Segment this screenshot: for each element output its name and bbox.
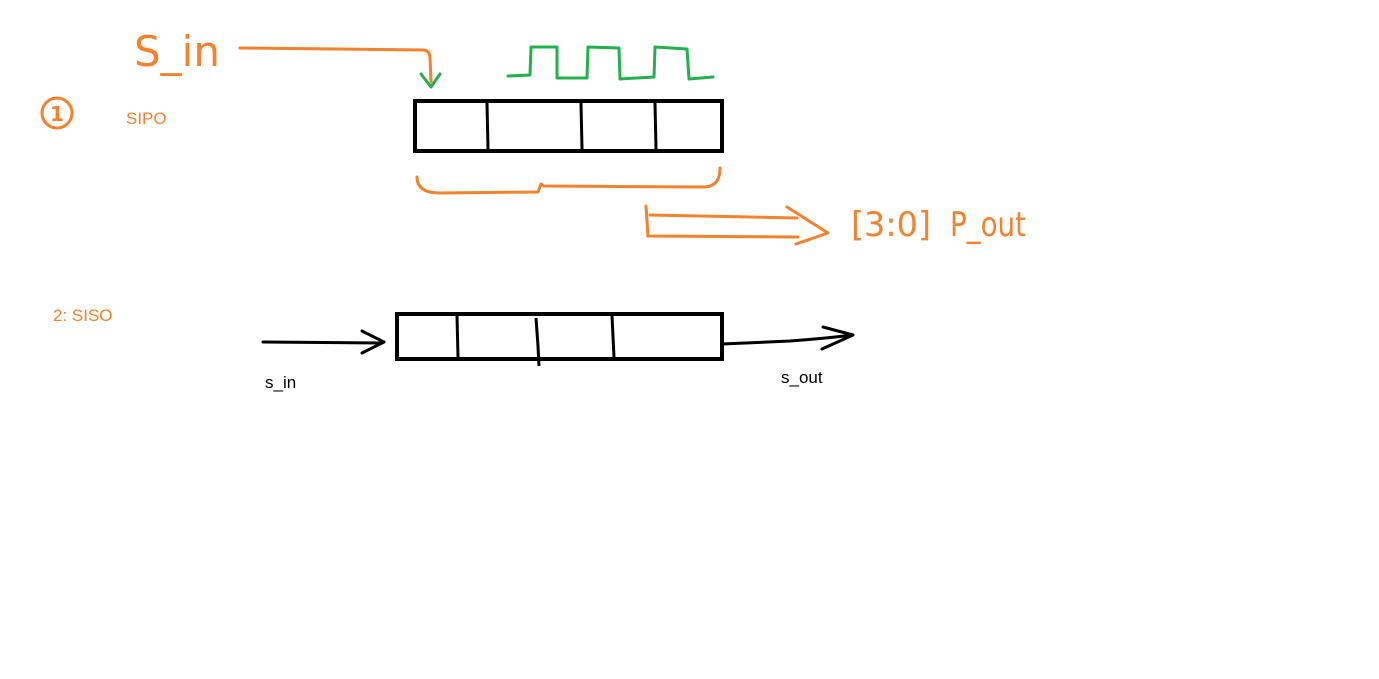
sipo-number-mark: 1 — [40, 96, 74, 130]
sipo-output-bus-label: [3:0] — [851, 205, 931, 245]
sipo-input-label: S_in — [134, 27, 220, 76]
sipo-cell-divider — [653, 102, 658, 150]
siso-cell-divider — [455, 315, 460, 358]
sipo-input-arrow — [238, 46, 433, 84]
sipo-output-brace — [415, 166, 722, 195]
siso-cell-divider — [610, 315, 616, 358]
siso-output-label: s_out — [781, 368, 823, 387]
sipo-cell-divider — [485, 102, 490, 150]
sipo-output-arrow — [644, 204, 830, 246]
sipo-input-arrowhead — [419, 72, 442, 89]
sipo-output-label: P_out — [950, 205, 1026, 245]
siso-input-arrowhead — [360, 329, 386, 355]
siso-register — [395, 312, 724, 367]
siso-output-arrowhead — [820, 325, 855, 351]
siso-cell-divider — [534, 317, 541, 367]
sipo-cell-divider — [579, 102, 584, 150]
clock-waveform — [506, 45, 715, 81]
siso-diagram: 2: SISO s_in s_out — [53, 306, 855, 392]
siso-title: 2: SISO — [53, 306, 113, 325]
siso-input-arrow — [261, 340, 384, 345]
sipo-title: SIPO — [126, 109, 167, 128]
siso-output-arrow — [720, 333, 854, 346]
sipo-number-text: 1 — [50, 102, 64, 126]
sipo-register — [413, 99, 724, 153]
siso-input-label: s_in — [265, 373, 296, 392]
sipo-diagram: 1 SIPO S_in [3:0] P_out — [40, 27, 1026, 246]
